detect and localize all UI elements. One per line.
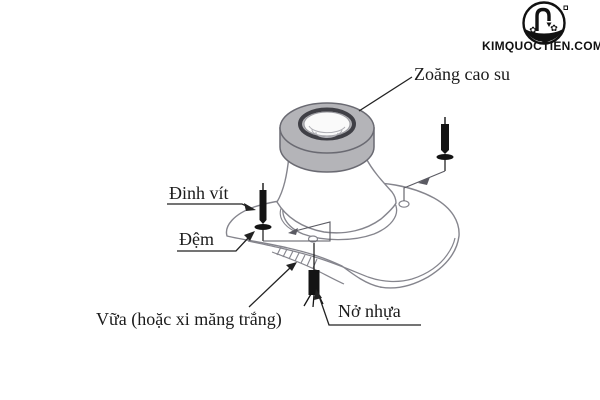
label-washer: Đệm xyxy=(179,229,214,249)
right-screw-point xyxy=(441,150,449,154)
right-washer xyxy=(436,154,454,160)
brand-website: KIMQUOCTIEN.COM xyxy=(482,39,600,53)
gasket-thread-1 xyxy=(308,125,346,134)
base-rim-edge xyxy=(247,237,456,283)
left-screw-leader xyxy=(263,221,331,242)
gasket-thread-2 xyxy=(311,128,343,138)
left-leader-arrowhead xyxy=(288,228,298,235)
screw-label-arrowhead xyxy=(244,203,256,211)
pipe-body xyxy=(276,155,397,234)
anchor-label-arrowhead xyxy=(314,289,322,300)
label-anchor: Nở nhựa xyxy=(338,301,401,321)
pipe-elbow xyxy=(276,155,397,234)
mortar-label-leader xyxy=(248,266,292,308)
left-screw-body xyxy=(259,190,267,220)
gasket-leader xyxy=(358,76,413,112)
logo-flower-right-icon: ✿ xyxy=(550,24,558,34)
anchor-label-leader xyxy=(318,295,421,326)
left-screw-point xyxy=(259,220,267,224)
label-gasket: Zoăng cao su xyxy=(414,64,510,84)
screw-label-leader xyxy=(167,203,252,209)
washer-label-leader xyxy=(177,235,251,252)
left-screw xyxy=(254,183,272,241)
logo-flower-left-icon: ✿ xyxy=(529,26,537,36)
faucet-drop-icon xyxy=(546,22,552,27)
gasket-inner-ring xyxy=(298,107,356,141)
label-screw: Đinh vít xyxy=(169,183,229,203)
right-screw-leader xyxy=(403,170,446,201)
logo-registered-mark xyxy=(563,5,568,10)
washer-label-arrowhead xyxy=(244,231,255,241)
right-screw xyxy=(436,117,454,171)
screw-hole-right xyxy=(398,200,410,208)
rubber-gasket xyxy=(279,102,375,173)
faucet-icon xyxy=(535,7,551,31)
label-leaders xyxy=(167,76,421,326)
anchor-body xyxy=(308,270,320,295)
label-mortar: Vữa (hoặc xi măng trắng) xyxy=(96,309,282,329)
gasket-hole xyxy=(303,111,351,137)
right-screw-body xyxy=(441,124,449,150)
logo-sink-basin xyxy=(525,29,563,42)
gasket-thread-3 xyxy=(315,131,339,139)
mortar-label-arrowhead xyxy=(286,262,297,271)
brand-logo: ✿ ✿ xyxy=(522,1,568,45)
right-leader-arrowhead xyxy=(418,177,430,185)
left-washer xyxy=(254,224,272,230)
